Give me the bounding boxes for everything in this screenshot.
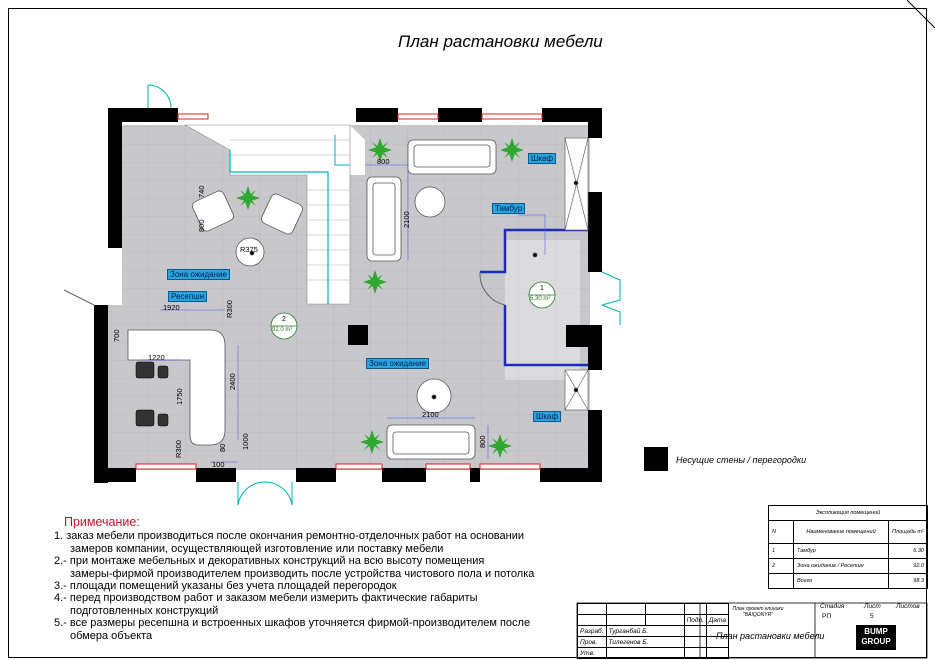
note-5: 5.- все размеры ресепшна и встроенных шк… [54,617,531,630]
room-1-area: 6.30 m² [530,296,551,302]
note-4-cont: подготовленных конструкций [70,604,219,617]
notes-heading: Примечание: [64,515,140,529]
sofa-bottom [386,424,476,460]
explication-row-1-num: 1 [768,543,794,559]
label-waiting-zone-2: Зона ожидание [366,358,430,369]
note-1-cont: замеров компании, осуществляющей изготов… [70,542,444,555]
explication-col-num: N [768,520,794,544]
room-2-number: 2 [282,316,286,323]
dim-1000: 1000 [241,433,250,450]
dim-2100-sofa-left: 2100 [402,211,411,228]
dim-1920: 1920 [163,303,180,312]
stamp-prov: Пров. [577,636,607,648]
stamp-listov: Листов [896,603,920,610]
label-wardrobe-1: Шкаф [528,153,557,164]
room-1-number: 1 [540,285,544,292]
stamp-razrab: Разраб. [577,625,607,637]
notes: Примечание: 1. заказ мебели производитьс… [54,516,534,642]
sofa-left [366,176,402,262]
note-2: 2.- при монтаже мебельных и декоративных… [54,555,485,568]
note-3: 3.- площади помещений указаны без учета … [54,580,397,593]
doors [63,84,621,506]
explication-total-area: 98.3 [888,573,928,589]
dim-740: 740 [197,185,206,198]
drawing-frame [8,8,927,658]
room-markers [270,281,556,340]
dim-1750: 1750 [175,388,184,405]
table-row: 1 Тамбур 6.30 [768,543,928,559]
dim-1220: 1220 [148,353,165,362]
office-chairs [135,361,169,427]
logo-line-1: BUMP [864,627,888,636]
explication-title: Экспликация помещений [768,505,928,521]
legend-text: Несущие стены / перегородки [676,455,807,465]
explication-row-1-area: 6.30 [888,543,928,559]
armchairs [192,190,303,235]
dim-800-armchair: 800 [197,219,206,232]
explication-col-area: Площадь m² [888,520,928,544]
label-wardrobe-2: Шкаф [533,411,562,422]
label-tambur: Тамбур [492,203,526,214]
logo-line-2: GROUP [861,637,891,646]
note-5-cont: обмера объекта [70,629,153,642]
dim-100: 100 [212,460,225,469]
plants [236,138,524,458]
stamp-table: Подп.Дата Разраб.Турганбай Б. Пров.Тилег… [577,603,730,659]
explication-row-2-area: 92.0 [888,558,928,574]
explication-row-2-num: 2 [768,558,794,574]
partitions [480,228,588,367]
stamp-stadia-value: РП [822,613,832,620]
explication-row-2-name: Зона ожидание / Ресепшн [793,558,889,574]
explication-total-label: Всего [793,573,889,589]
note-1: 1. заказ мебели производиться после окон… [54,530,525,543]
label-reception: Ресепшн [168,291,208,302]
table-row: 2 Зона ожидание / Ресепшн 92.0 [768,558,928,574]
stamp-prov-name: Тилегенов Б. [605,636,685,648]
explication-row-1-name: Тамбур [793,543,889,559]
stamp-podp: Подп. [683,614,707,626]
label-waiting-zone-1: Зона ожидание [167,269,231,280]
company-logo: BUMP GROUP [856,625,896,650]
stamp-stadia: Стадия [820,603,845,610]
legend-swatch-walls [644,447,668,471]
dim-r375: R375 [240,245,258,254]
stamp-client: План проект клиники "BAIQONYR" [732,606,784,618]
staircase [183,124,351,305]
note-4: 4.- перед производством работ и заказом … [54,592,478,605]
room-2-area: 92.0 m² [272,327,293,333]
dim-800-sofa-top: 800 [377,157,390,166]
reception-desk [127,329,226,446]
stamp-razrab-name: Турганбай Б. [605,625,685,637]
table-row: Всего 98.3 [768,573,928,589]
dim-2100-sofa-bottom: 2100 [422,410,439,419]
dim-r300-top: R300 [225,300,234,318]
dim-800-sofa-bottom: 800 [478,435,487,448]
page-title: План растановки мебели [398,32,603,51]
explication-table: Экспликация помещений N Наименование пом… [768,505,928,589]
explication-col-name: Наименование помещений [793,520,889,544]
dim-80: 80 [218,443,227,452]
stamp-utv: Утв. [577,647,607,659]
sofa-top [407,139,497,175]
stamp-list: Лист [864,603,881,610]
note-2-cont: замеры-фирмой производителем производить… [70,567,535,580]
windows [135,113,543,470]
dim-r300-bottom: R300 [174,440,183,458]
stamp-title: План растановки мебели [716,631,825,641]
wardrobe-bottom [564,369,589,411]
wardrobe-top [564,137,589,231]
dimension-lines [140,164,546,463]
corner-mark [907,0,935,28]
round-tables [235,186,538,414]
dim-2400: 2400 [228,373,237,390]
stamp-list-value: 5 [870,613,874,620]
load-bearing-walls [94,108,602,483]
dim-700: 700 [112,329,121,342]
